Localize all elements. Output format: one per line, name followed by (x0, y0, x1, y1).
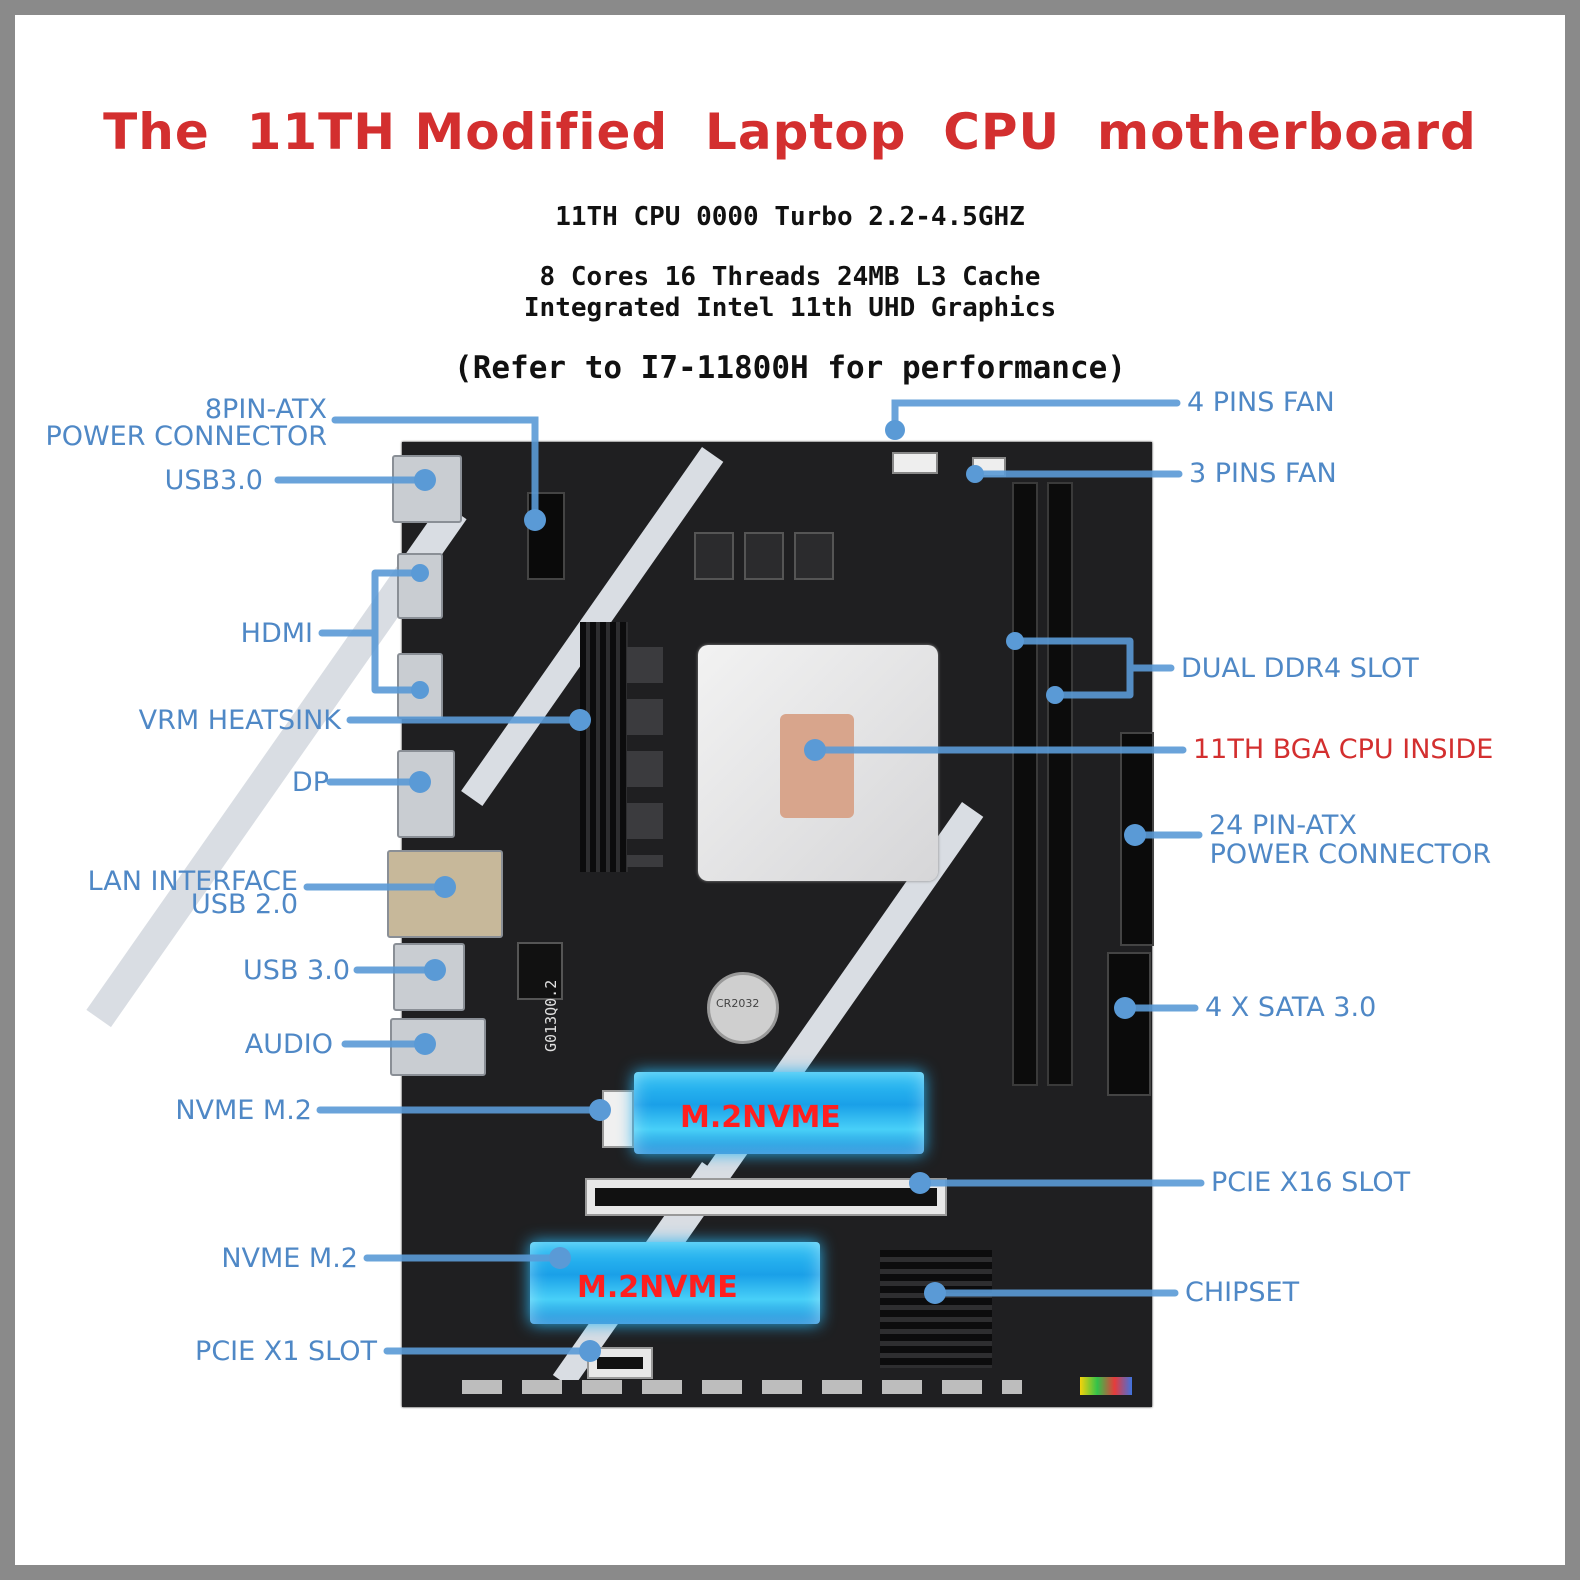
sata-connectors (1107, 952, 1151, 1096)
spec-graphics-line: Integrated Intel 11th UHD Graphics (523, 293, 1057, 323)
label-usb3: USB 3.0 (243, 955, 350, 986)
label-nvme-1: NVME M.2 (175, 1095, 312, 1126)
cmos-battery: CR2032 (707, 972, 779, 1044)
page-title: The 11TH Modified Laptop CPU motherboard (103, 103, 1477, 161)
pcie-x16-slot (585, 1178, 947, 1216)
m2-nvme-ssd-2 (530, 1242, 820, 1324)
label-usb3-top: USB3.0 (164, 465, 263, 496)
leader-8pin-atx (331, 416, 539, 524)
infographic-canvas: The 11TH Modified Laptop CPU motherboard… (15, 15, 1565, 1565)
label-hdmi: HDMI (240, 618, 313, 649)
hdmi-port-1 (397, 553, 443, 619)
vrm-choke (694, 532, 734, 580)
m2-nvme-ssd-1 (634, 1072, 924, 1154)
label-usb2: USB 2.0 (191, 889, 298, 920)
spec-performance-line: (Refer to I7-11800H for performance) (454, 350, 1126, 386)
spec-cpu-line: 11TH CPU 0000 Turbo 2.2-4.5GHZ (555, 202, 1025, 232)
label-sata: 4 X SATA 3.0 (1205, 992, 1377, 1023)
leader-lines (274, 399, 1205, 1362)
m2-nvme-label-2: M.2NVME (577, 1270, 738, 1305)
cpu-copper-pad (780, 714, 854, 818)
leader-hdmi (318, 569, 424, 694)
4pin-fan-header (892, 452, 938, 474)
vrm-chokes-column (627, 647, 663, 867)
label-24pin-atx-2: POWER CONNECTOR (1201, 839, 1492, 870)
front-panel-headers (462, 1380, 1022, 1394)
battery-label: CR2032 (716, 997, 760, 1010)
label-pcie-x16: PCIE X16 SLOT (1211, 1167, 1411, 1198)
leader-4pin-fan (891, 399, 1181, 434)
debug-led-strip (1080, 1377, 1132, 1395)
motherboard-image: CR2032 G013Q0.2 M.2NVME M.2NVME (86, 442, 1154, 1407)
label-8pin-atx-2: POWER CONNECTOR (45, 421, 327, 452)
label-ddr4: DUAL DDR4 SLOT (1181, 653, 1419, 684)
chipset-heatsink (880, 1250, 992, 1368)
dp-port (397, 750, 455, 838)
label-vrm-heatsink: VRM HEATSINK (138, 705, 341, 736)
label-pcie-x1: PCIE X1 SLOT (195, 1336, 377, 1367)
label-4pin-fan: 4 PINS FAN (1187, 387, 1335, 418)
spec-cores-line: 8 Cores 16 Threads 24MB L3 Cache (539, 262, 1041, 292)
leader-ddr4 (1011, 637, 1175, 699)
label-24pin-atx-1: 24 PIN-ATX (1209, 810, 1357, 841)
label-8pin-atx-1: 8PIN-ATX (204, 394, 327, 425)
ddr4-slot-a (1012, 482, 1038, 1086)
usb3-port-top (392, 455, 462, 523)
label-audio: AUDIO (244, 1029, 333, 1060)
vrm-heatsink (580, 622, 628, 872)
label-cpu: 11TH BGA CPU INSIDE (1193, 734, 1494, 765)
label-3pin-fan: 3 PINS FAN (1189, 458, 1337, 489)
label-nvme-2: NVME M.2 (221, 1243, 358, 1274)
vrm-choke (744, 532, 784, 580)
label-lan: LAN INTERFACE (87, 866, 298, 897)
m2-nvme-label-1: M.2NVME (680, 1100, 841, 1135)
label-chipset: CHIPSET (1185, 1277, 1300, 1308)
lan-chip (517, 942, 563, 1000)
vrm-choke (794, 532, 834, 580)
label-dp: DP (291, 767, 329, 798)
ddr4-slot-b (1047, 482, 1073, 1086)
